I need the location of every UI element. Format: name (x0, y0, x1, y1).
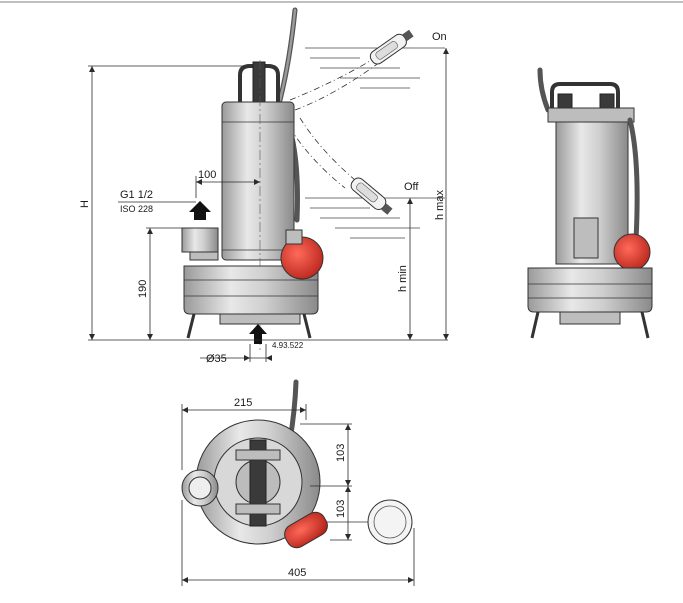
side-handle (550, 82, 620, 118)
handle-grip (252, 61, 266, 108)
label-h-max: h max (434, 190, 446, 220)
label-dim-190: 190 (137, 280, 149, 298)
label-dim-103-bottom: 103 (335, 500, 347, 518)
water-level-on (305, 47, 445, 89)
base-plate (219, 313, 301, 325)
float-on-position (369, 29, 414, 65)
top-float-red (284, 511, 328, 549)
label-iso: ISO 228 (120, 204, 153, 214)
label-h-min: h min (397, 265, 409, 292)
label-dim-103-top: 103 (335, 444, 347, 462)
float-off-position (350, 177, 393, 215)
top-view: 215 103 103 405 (181, 379, 415, 586)
label-on: On (432, 31, 447, 43)
label-ref: 4.93.522 (272, 341, 304, 350)
side-volute (527, 267, 653, 313)
label-dim-35: Ø35 (206, 353, 227, 365)
foot-left (186, 313, 196, 339)
float-path-off (299, 117, 356, 181)
label-dim-405: 405 (288, 567, 306, 579)
top-float-extended (367, 499, 413, 545)
label-thread: G1 1/2 (120, 189, 153, 201)
side-view (527, 67, 653, 339)
label-dim-100: 100 (198, 169, 216, 181)
label-H: H (79, 200, 91, 208)
foot-right (302, 313, 312, 339)
outlet-pipe (181, 227, 219, 253)
side-float-red (613, 233, 651, 271)
side-float-cable (627, 117, 640, 243)
float-path-off-2 (289, 127, 346, 189)
inlet-arrow (249, 324, 267, 344)
pump-volute (183, 265, 319, 315)
side-cable (537, 67, 551, 113)
label-off: Off (404, 181, 419, 193)
front-view: On Off H h max h min G1 1/2 ISO 228 100 … (79, 7, 449, 365)
outlet-arrow (189, 201, 211, 220)
float-path-on-2 (294, 61, 381, 111)
label-dim-215: 215 (234, 397, 252, 409)
